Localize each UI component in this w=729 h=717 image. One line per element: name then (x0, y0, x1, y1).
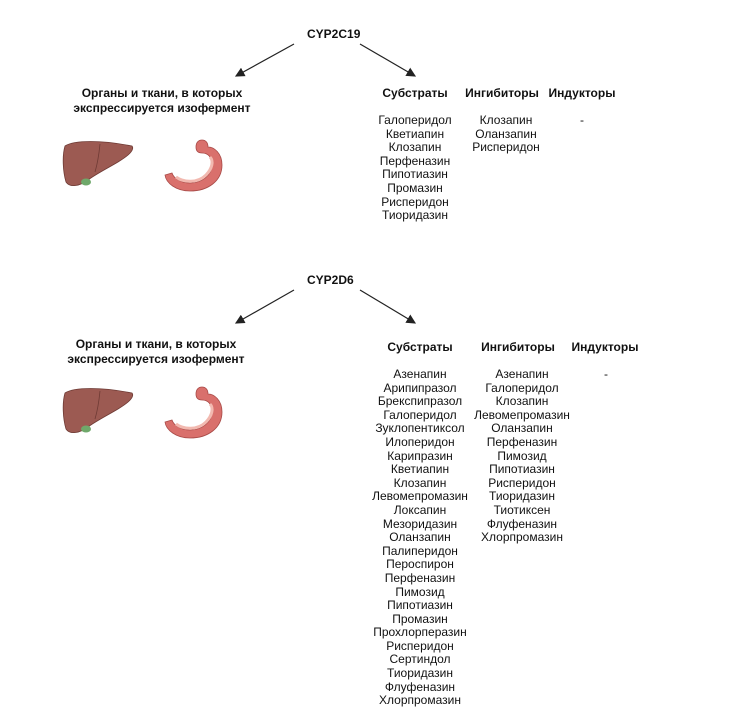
cyp2d6-arrows (234, 289, 417, 324)
list-item: Рисперидон (381, 194, 449, 209)
enzyme-title: CYP2D6 (307, 273, 354, 287)
list-item: Флуфеназин (486, 516, 558, 531)
list-item: Мезоридазин (382, 516, 458, 531)
list-item: Левомепромазин (474, 407, 570, 422)
list-item: Пимозид (395, 584, 445, 599)
list-item: Пипотиазин (489, 462, 555, 477)
list-item: Сертиндол (389, 652, 451, 667)
substrates-list: Азенапин Арипипразол Брекспипразол Галоп… (360, 367, 480, 708)
list-item: Кветиапин (390, 462, 450, 477)
list-item: Клозапин (479, 113, 533, 127)
list-item: Тиоридазин (387, 666, 453, 681)
list-item: Тиоридазин (382, 208, 448, 223)
substrates-header: Субстраты (387, 340, 453, 354)
arrow-to-organs (234, 43, 295, 77)
list-item: Оланзапин (389, 530, 451, 545)
liver-icon (62, 388, 134, 433)
list-item: Азенапин (495, 367, 549, 381)
cyp2c19-arrows (234, 43, 417, 77)
inducers-header: Индукторы (548, 86, 616, 100)
list-item: Пипотиазин (387, 598, 453, 613)
list-item: Клозапин (393, 475, 447, 490)
list-item: Прохлорперазин (373, 625, 467, 640)
stomach-icon (164, 139, 223, 192)
substrates-header: Субстраты (382, 86, 448, 100)
list-item: Пипотиазин (382, 167, 448, 182)
list-item: Зуклопентиксол (375, 421, 465, 436)
list-item: Рисперидон (488, 475, 556, 490)
list-item: Брекспипразол (377, 394, 463, 409)
list-item: Рисперидон (472, 140, 540, 155)
inhibitors-header: Ингибиторы (465, 86, 539, 100)
list-item: - (604, 367, 608, 381)
list-item: Илоперидон (385, 434, 455, 449)
arrow-to-drugs (359, 289, 417, 324)
liver-icon (62, 141, 134, 186)
list-item: Клозапин (388, 140, 442, 155)
inhibitors-list: Клозапин Оланзапин Рисперидон (456, 113, 556, 155)
list-item: Оланзапин (475, 126, 537, 141)
list-item: Промазин (387, 180, 443, 195)
list-item: Промазин (392, 611, 448, 626)
list-item: Азенапин (393, 367, 447, 381)
list-item: Тиоридазин (489, 489, 555, 504)
list-item: Левомепромазин (372, 489, 468, 504)
inducers-list: - (586, 367, 626, 382)
list-item: Клозапин (495, 394, 549, 409)
list-item: Рисперидон (386, 638, 454, 653)
list-item: Карипразин (387, 448, 453, 463)
list-item: Пимозид (497, 448, 547, 463)
list-item: Перфеназин (379, 153, 451, 168)
inducers-list: - (562, 113, 602, 128)
list-item: Галоперидол (383, 407, 457, 422)
list-item: Галоперидол (485, 380, 559, 395)
list-item: - (580, 113, 584, 127)
list-item: Перфеназин (384, 570, 456, 585)
list-item: Пероспирон (386, 557, 454, 572)
list-item: Тиотиксен (493, 502, 551, 517)
list-item: Перфеназин (486, 434, 558, 449)
stomach-icon (164, 386, 223, 439)
substrates-list: Галоперидол Кветиапин Клозапин Перфенази… (363, 113, 467, 223)
list-item: Палиперидон (382, 543, 458, 558)
list-item: Арипипразол (383, 380, 457, 395)
organs-title: Органы и ткани, в которых экспрессируетс… (73, 86, 251, 115)
enzyme-title: CYP2C19 (307, 27, 361, 41)
inhibitors-header: Ингибиторы (481, 340, 555, 354)
list-item: Локсапин (393, 502, 447, 517)
organs-title: Органы и ткани, в которых экспрессируетс… (67, 337, 245, 366)
inhibitors-list: Азенапин Галоперидол Клозапин Левомепром… (464, 367, 580, 545)
inducers-header: Индукторы (571, 340, 639, 354)
list-item: Кветиапин (385, 126, 445, 141)
arrow-to-organs (234, 289, 295, 324)
list-item: Флуфеназин (384, 679, 456, 694)
list-item: Хлорпромазин (379, 693, 461, 708)
list-item: Галоперидол (378, 113, 452, 127)
arrow-to-drugs (359, 43, 417, 77)
list-item: Хлорпромазин (481, 530, 563, 545)
list-item: Оланзапин (491, 421, 553, 436)
